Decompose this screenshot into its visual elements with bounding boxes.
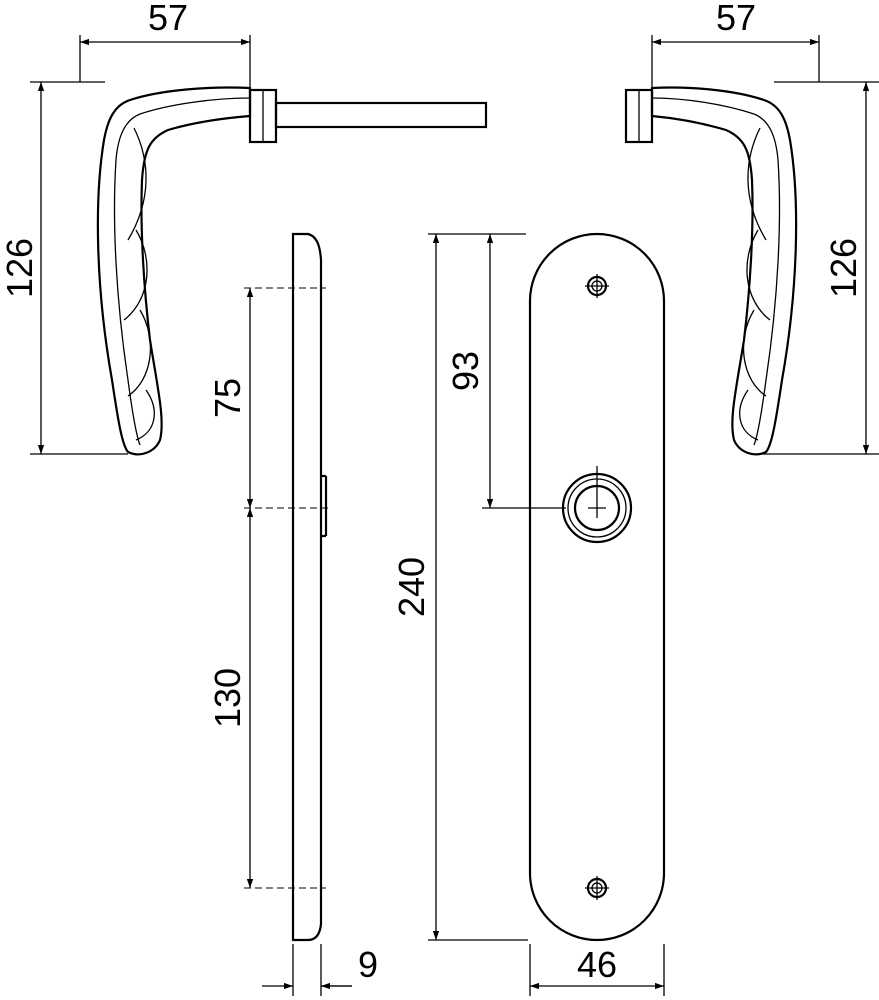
dim-plate-width: 46 — [529, 944, 665, 996]
dim-label-240: 240 — [391, 557, 432, 617]
dim-spindle-to-screw: 130 — [207, 508, 254, 888]
right-lever-handle — [624, 86, 798, 456]
dim-label-57-left: 57 — [148, 0, 188, 38]
dim-screw-to-spindle: 75 — [207, 288, 254, 508]
plate-side-view — [244, 232, 330, 942]
dim-right-handle-height: 126 — [751, 81, 879, 455]
dim-left-handle-width: 57 — [79, 0, 251, 88]
dim-label-75: 75 — [207, 378, 248, 418]
dim-label-57-right: 57 — [716, 0, 756, 38]
dim-label-9: 9 — [358, 944, 378, 985]
dim-label-46: 46 — [577, 944, 617, 985]
dim-label-126-right: 126 — [823, 238, 864, 298]
plate-front-view — [528, 232, 666, 942]
dim-label-130: 130 — [207, 668, 248, 728]
dim-plate-thickness: 9 — [262, 944, 378, 996]
dim-plate-height: 240 — [391, 233, 528, 941]
dim-label-93: 93 — [445, 351, 486, 391]
dim-label-126-left: 126 — [0, 238, 40, 298]
dim-right-handle-width: 57 — [651, 0, 820, 88]
left-lever-handle — [96, 86, 488, 456]
top-screw-hole — [585, 274, 609, 298]
spindle-hole — [561, 466, 633, 544]
dim-top-to-spindle: 93 — [445, 233, 566, 509]
dim-left-handle-height: 126 — [0, 81, 128, 455]
bottom-screw-hole — [585, 876, 609, 900]
